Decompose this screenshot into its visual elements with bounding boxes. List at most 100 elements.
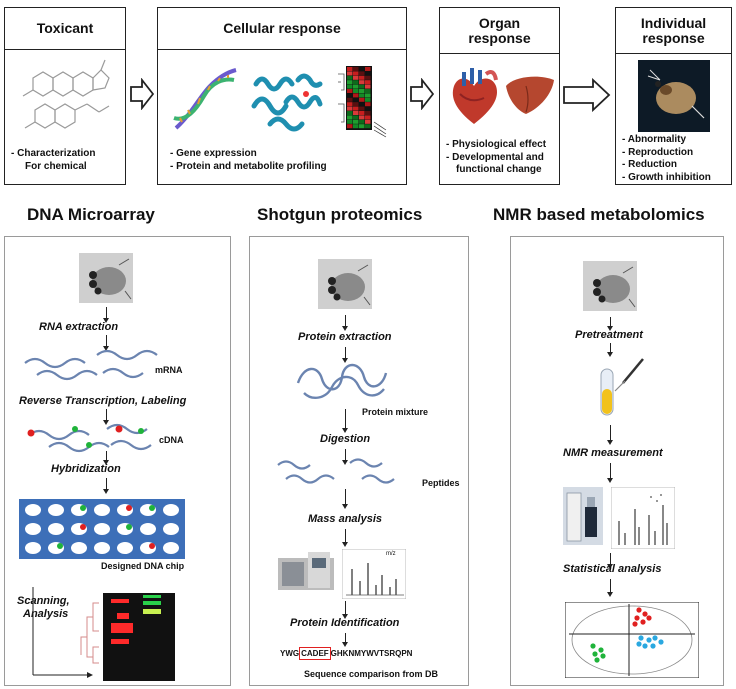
cellular-list: - Gene expression - Protein and metaboli…	[170, 148, 327, 173]
heatmap-cell	[353, 93, 359, 98]
heatmap-cell	[353, 80, 359, 85]
heatmap-cell	[347, 93, 353, 98]
heatmap-cell	[359, 124, 365, 129]
organ-title-line2: response	[468, 29, 531, 46]
chip-signal	[149, 505, 155, 511]
protein-structure-icon	[251, 73, 323, 132]
chip-spot	[25, 504, 41, 516]
step-digestion: Digestion	[320, 433, 371, 445]
pca-point	[632, 621, 638, 627]
chip-signal	[126, 524, 132, 530]
individual-response-box: Individual response - Abnormality - Repr…	[615, 7, 732, 185]
pca-point	[658, 639, 664, 645]
chip-signal	[80, 524, 86, 530]
heatmap-cell	[359, 93, 365, 98]
heatmap-cell	[365, 97, 371, 102]
organ-title-line1: Organ	[478, 14, 521, 31]
peptides-icon	[277, 458, 395, 484]
individual-item: - Reduction	[622, 159, 677, 170]
toxicant-box: Toxicant - Characterization For chemical	[4, 7, 126, 185]
flow-arrow-1	[130, 78, 154, 110]
cdna-strands-icon	[27, 423, 152, 453]
peptides-label: Peptides	[422, 478, 460, 488]
heatmap-cell	[353, 102, 359, 107]
pca-point	[634, 615, 640, 621]
heatmap-cell	[359, 119, 365, 124]
heatmap-cell	[359, 84, 365, 89]
heatmap-cell	[347, 111, 353, 115]
heart-icon	[452, 68, 498, 124]
chip-signal	[57, 543, 63, 549]
cdna-label: cDNA	[159, 435, 184, 445]
pca-point	[642, 643, 648, 649]
microarray-title: DNA Microarray	[27, 205, 155, 224]
protein-mixture-label: Protein mixture	[362, 407, 429, 417]
heatmap-cell	[365, 71, 371, 76]
heatmap-cell	[347, 106, 353, 111]
chemical-structure-icon	[22, 59, 110, 129]
step-scanning: Scanning,	[17, 595, 70, 607]
sequence-prefix: YWG	[280, 649, 300, 658]
cellular-title: Cellular response	[158, 8, 406, 50]
microarray-panel: RNA extraction mRNA Reverse Transcriptio…	[4, 236, 231, 686]
cellular-item: - Gene expression	[170, 148, 257, 159]
chip-signal	[149, 543, 155, 549]
heatmap-cell	[365, 67, 371, 71]
chip-signal	[80, 505, 86, 511]
heatmap-cell	[359, 75, 365, 80]
chip-spot	[94, 523, 110, 535]
pca-point	[600, 653, 606, 659]
pca-point	[636, 607, 642, 613]
individual-list: - Abnormality - Reproduction - Reduction…	[622, 134, 711, 184]
mrna-strands-icon	[24, 349, 158, 381]
heatmap-cell	[359, 106, 365, 111]
heatmap-cell	[353, 89, 359, 93]
pca-point	[592, 651, 598, 657]
pca-point	[642, 611, 648, 617]
sequence-suffix: GHKNMYWVTSRQPN	[330, 649, 413, 658]
chip-spot	[163, 523, 179, 535]
pca-point	[594, 657, 600, 663]
heatmap-cell	[347, 115, 353, 120]
heatmap-cell	[347, 75, 353, 80]
toxicant-title: Toxicant	[5, 8, 125, 50]
mass-spectrometer-icon	[278, 552, 334, 590]
proteomics-panel: Protein extraction Protein mixture Diges…	[249, 236, 469, 686]
daphnia-icon	[318, 259, 372, 309]
heatmap-cell	[359, 89, 365, 93]
individual-item: - Growth inhibition	[622, 171, 711, 183]
heatmap-cell	[365, 115, 371, 120]
heatmap-cell	[359, 111, 365, 115]
heatmap-cell	[365, 89, 371, 93]
individual-title: Individual response	[616, 8, 731, 54]
sequence-comparison-label: Sequence comparison from DB	[304, 669, 439, 679]
heatmap-icon	[338, 66, 387, 138]
cellular-item: - Protein and metabolite profiling	[170, 160, 327, 172]
dna-chip-icon	[19, 499, 185, 559]
heatmap-cell	[359, 102, 365, 107]
step-nmr-measurement: NMR measurement	[563, 447, 663, 459]
cellular-response-box: Cellular response - Gene expression	[157, 7, 407, 185]
heatmap-cell	[353, 106, 359, 111]
pca-point	[652, 635, 658, 641]
chip-spot	[94, 542, 110, 554]
heatmap-cell	[347, 89, 353, 93]
sample-tube-icon	[600, 358, 644, 416]
heatmap-cell	[359, 67, 365, 71]
heatmap-cell	[353, 84, 359, 89]
pca-plot	[565, 602, 699, 678]
toxicant-item: - Characterization	[11, 148, 96, 159]
heatmap-cell	[365, 124, 371, 129]
chip-spot	[25, 523, 41, 535]
sequence-highlight: CADEF	[299, 647, 331, 660]
heatmap-cell	[365, 75, 371, 80]
step-rna-extraction: RNA extraction	[39, 321, 119, 333]
toxicant-list: - Characterization For chemical	[11, 148, 95, 173]
individual-title-line1: Individual	[640, 14, 707, 31]
chip-spot	[71, 542, 87, 554]
organ-item: - Physiological effect	[446, 139, 547, 150]
step-reverse-transcription: Reverse Transcription, Labeling	[19, 395, 187, 407]
chip-spot	[25, 542, 41, 554]
individual-title-line2: response	[642, 29, 705, 46]
